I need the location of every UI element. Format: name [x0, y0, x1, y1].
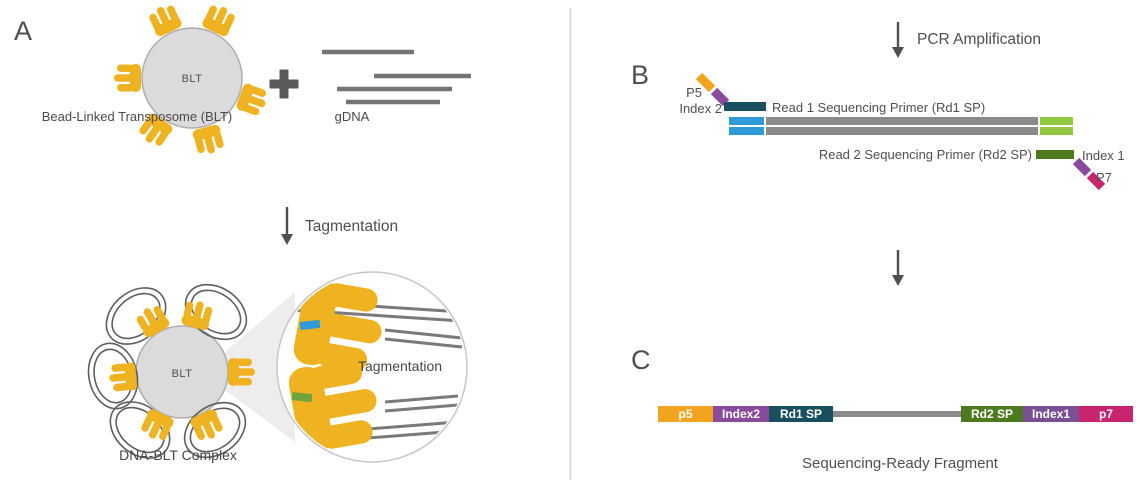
- index2-label: Index 2: [679, 101, 722, 116]
- arrow-down-icon: [892, 47, 904, 58]
- c-segment-index2: Index2: [713, 406, 769, 422]
- c-segment-rd1sp-block: [769, 406, 833, 422]
- gdna-fragments: [322, 49, 471, 105]
- arrow-down-icon: [892, 275, 904, 286]
- transposome-claw: [191, 123, 226, 157]
- c-segment-index1-block: [1023, 406, 1079, 422]
- c-segment-rd2sp-block: [961, 406, 1023, 422]
- bead-circle: [141, 27, 243, 129]
- panel-c-caption: Sequencing-Ready Fragment: [802, 455, 999, 472]
- insert-green-end-bottom: [1040, 127, 1073, 135]
- rd2-sp-label: Read 2 Sequencing Primer (Rd2 SP): [819, 147, 1032, 162]
- rd1-sp-segment: [724, 102, 766, 111]
- rd1-sp-label: Read 1 Sequencing Primer (Rd1 SP): [772, 100, 985, 115]
- p5-segment: [695, 72, 716, 93]
- rd2-sp-segment: [1036, 150, 1074, 159]
- transposome-claw: [228, 358, 255, 386]
- p5-label: P5: [686, 85, 702, 100]
- p7-label: P7: [1096, 170, 1112, 185]
- insert-green-end-top: [1040, 117, 1073, 125]
- complex-bead-label: BLT: [172, 368, 193, 380]
- plus-icon: [269, 69, 299, 99]
- pcr-arrow: PCR Amplification: [892, 22, 1041, 58]
- tagmentation-arrow-label: Tagmentation: [305, 218, 398, 235]
- panel-a-letter: A: [14, 16, 32, 46]
- blue-adapter-tag: [299, 319, 321, 330]
- c-segment-p5-block: [658, 406, 713, 422]
- c-segment-p5-label: p5: [678, 407, 692, 421]
- c-segment-rd2sp-label: Rd2 SP: [971, 407, 1013, 421]
- blt-bead: BLT: [114, 1, 271, 157]
- insert-blue-end-top: [729, 117, 764, 125]
- c-segment-p5: p5: [658, 406, 713, 422]
- c-segment-index1-label: Index1: [1032, 407, 1070, 421]
- transposome-claw: [108, 362, 138, 393]
- insert-strand-top: [766, 117, 1038, 125]
- c-segment-rd1sp: Rd1 SP: [769, 406, 833, 422]
- bead-label: BLT: [182, 73, 203, 85]
- b-to-c-arrow: [892, 250, 904, 286]
- c-segment-rd1sp-label: Rd1 SP: [780, 407, 822, 421]
- zoom-label: Tagmentation: [358, 358, 442, 374]
- sequencing-ready-fragment: p5 Index2 Rd1 SP Rd2 SP Index1 p7: [658, 406, 1133, 422]
- tagmentation-arrow: Tagmentation: [281, 207, 398, 245]
- insert-strand-bottom: [766, 127, 1038, 135]
- bead-caption: Bead-Linked Transposome (BLT): [42, 109, 233, 124]
- c-segment-p7-label: p7: [1099, 407, 1113, 421]
- index1-segment: [1072, 157, 1092, 177]
- p7-segment: [1086, 171, 1106, 191]
- c-insert-connector: [833, 411, 961, 417]
- green-adapter-tag: [291, 392, 313, 403]
- arrow-down-icon: [281, 234, 293, 245]
- insert-blue-end-bottom: [729, 127, 764, 135]
- complex-caption: DNA-BLT Complex: [119, 447, 237, 463]
- c-segment-p7: p7: [1079, 406, 1133, 422]
- c-segment-index2-block: [713, 406, 769, 422]
- tagmentation-zoom-view: Tagmentation: [276, 271, 468, 463]
- panel-b-letter: B: [631, 60, 649, 90]
- index2-segment: [710, 87, 730, 107]
- pcr-arrow-label: PCR Amplification: [917, 31, 1041, 48]
- zoom-wedge: [225, 292, 295, 442]
- c-segment-rd2sp: Rd2 SP: [961, 406, 1023, 422]
- gdna-caption: gDNA: [335, 109, 370, 124]
- dna-blt-complex: BLT: [81, 272, 258, 471]
- transposome-claw: [114, 64, 141, 92]
- c-segment-index2-label: Index2: [722, 407, 760, 421]
- panel-c-letter: C: [631, 345, 651, 375]
- zoom-contents: [279, 276, 463, 456]
- amplified-fragment: P5 Index 2 Read 1 Sequencing Primer (Rd1…: [679, 72, 1125, 191]
- c-segment-index1: Index1: [1023, 406, 1079, 422]
- c-segment-p7-block: [1079, 406, 1133, 422]
- index1-label: Index 1: [1082, 148, 1125, 163]
